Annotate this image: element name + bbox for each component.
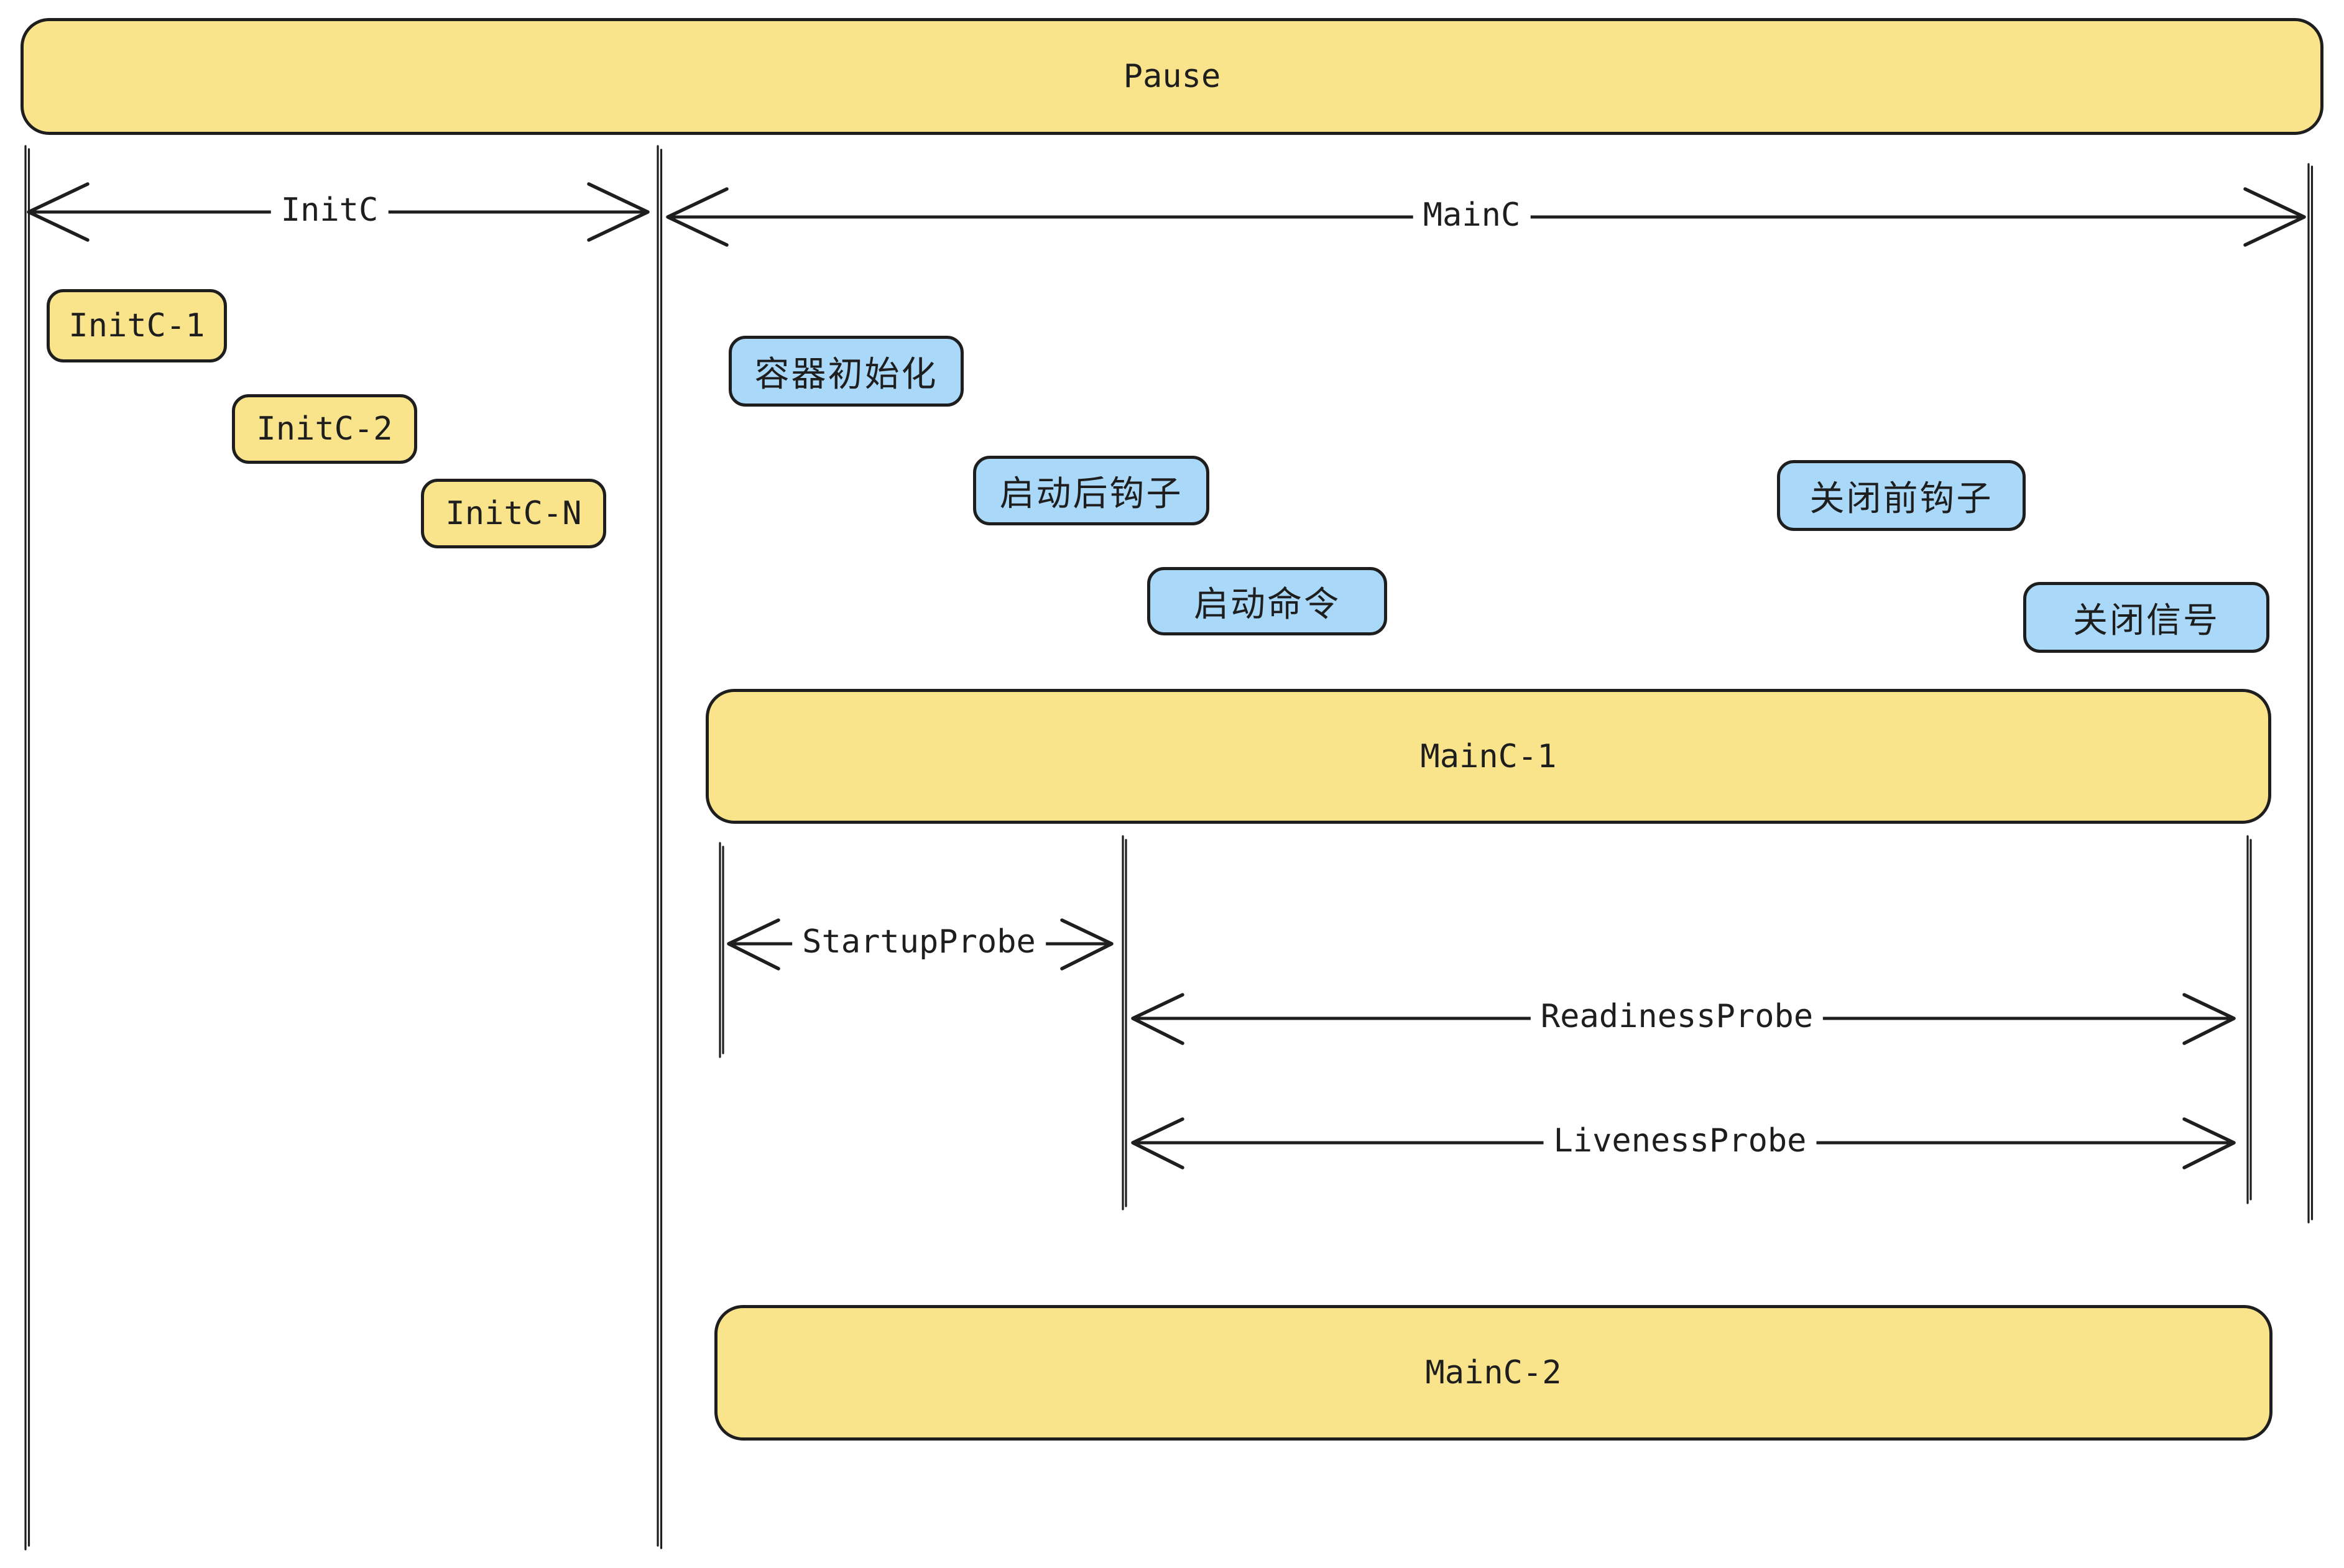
pod-left-boundary-line (24, 145, 30, 1551)
stop-signal-label: 关闭信号 (2073, 600, 2220, 641)
initc-1-box: InitC-1 (47, 289, 227, 362)
readiness-probe-label: ReadinessProbe (1530, 996, 1824, 1037)
startup-probe-left-tick-line (719, 842, 724, 1058)
initc-n-label: InitC-N (445, 495, 582, 532)
start-command-label: 启动命令 (1194, 584, 1340, 625)
mainc-arrow-label: MainC (1413, 195, 1531, 236)
initc-2-box: InitC-2 (232, 394, 417, 464)
mainc-2-label: MainC-2 (1425, 1354, 1562, 1391)
pause-container-box: Pause (21, 18, 2323, 135)
start-command-box: 启动命令 (1147, 567, 1387, 635)
pre-stop-hook-label: 关闭前钩子 (1809, 478, 1993, 519)
mainc-1-box: MainC-1 (706, 689, 2271, 824)
probe-middle-tick-line (1122, 835, 1127, 1211)
init-main-divider-line (657, 145, 663, 1549)
pod-right-boundary-line (2307, 163, 2314, 1224)
container-init-event-box: 容器初始化 (729, 336, 964, 407)
pre-stop-hook-box: 关闭前钩子 (1777, 460, 2026, 531)
probe-right-tick-line (2246, 835, 2252, 1204)
initc-arrow-label: InitC (270, 190, 389, 231)
mainc-1-label: MainC-1 (1420, 737, 1557, 775)
initc-1-label: InitC-1 (68, 307, 205, 344)
post-start-hook-label: 启动后钩子 (999, 473, 1183, 514)
pause-container-label: Pause (1123, 58, 1221, 95)
mainc-2-box: MainC-2 (714, 1305, 2272, 1441)
startup-probe-label: StartupProbe (792, 921, 1046, 962)
stop-signal-box: 关闭信号 (2023, 582, 2269, 653)
liveness-probe-label: LivenessProbe (1543, 1120, 1817, 1161)
post-start-hook-box: 启动后钩子 (973, 456, 1209, 525)
initc-2-label: InitC-2 (256, 410, 393, 448)
container-init-event-label: 容器初始化 (754, 354, 938, 395)
initc-n-box: InitC-N (421, 479, 606, 548)
